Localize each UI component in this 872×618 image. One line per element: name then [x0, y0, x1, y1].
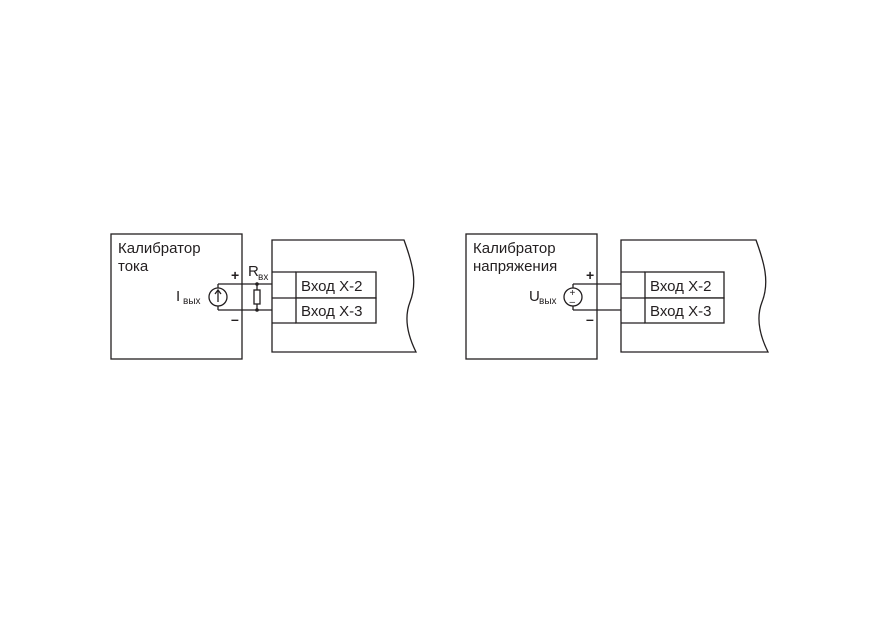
current-source-label-subscript: вых — [183, 296, 201, 307]
terminal-x2-right-label: Вход Х-2 — [650, 278, 711, 295]
terminal-x3-left — [295, 297, 377, 324]
current-source-symbol — [208, 283, 242, 311]
current-plus-sign: + — [231, 267, 239, 283]
resistor-label: R — [248, 263, 259, 280]
terminal-x3-left-label: Вход Х-3 — [301, 303, 362, 320]
terminal-x2-left — [295, 271, 377, 299]
voltage-calibrator-diagram: Калибратор напряжения + – U вых + – Вход… — [465, 233, 770, 360]
current-calibrator-title-line1: Калибратор — [118, 240, 201, 257]
current-minus-sign: – — [231, 311, 239, 327]
current-calibrator-diagram: Калибратор тока I вых + – R вх — [110, 233, 418, 360]
input-resistor — [253, 282, 261, 312]
terminal-x2-right — [644, 271, 725, 299]
voltage-source-minus: – — [570, 297, 576, 308]
voltage-calibrator-box — [465, 233, 598, 360]
resistor-label-subscript: вх — [258, 272, 268, 283]
terminal-x2-left-label: Вход Х-2 — [301, 278, 362, 295]
voltage-source-plus: + — [570, 288, 576, 299]
voltage-plus-sign: + — [586, 267, 594, 283]
current-source-label: I — [176, 288, 180, 305]
voltage-calibrator-title-line2: напряжения — [473, 258, 557, 275]
voltage-source-label: U — [529, 288, 540, 305]
terminal-x3-right — [644, 297, 725, 324]
current-calibrator-box — [110, 233, 243, 360]
voltage-source-label-subscript: вых — [539, 296, 557, 307]
voltage-calibrator-title-line1: Калибратор — [473, 240, 556, 257]
voltage-source-symbol — [563, 283, 597, 311]
voltage-minus-sign: – — [586, 311, 594, 327]
current-calibrator-title-line2: тока — [118, 258, 149, 275]
terminal-x3-right-label: Вход Х-3 — [650, 303, 711, 320]
